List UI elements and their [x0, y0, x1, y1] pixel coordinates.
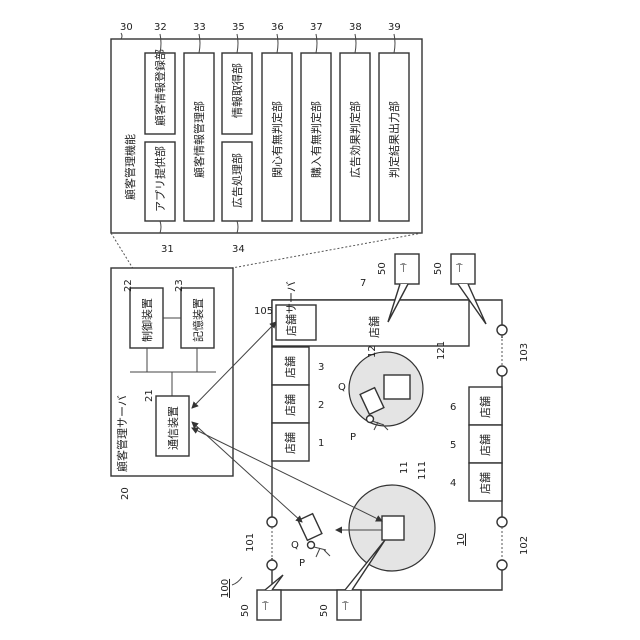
customer-management-function-block: 30 顧客管理機能 アプリ提供部 31 顧客情報登録部 32 顧客情報管理部 3…: [111, 22, 422, 255]
ref-105: 105: [254, 306, 273, 317]
ref-11: 11: [399, 461, 410, 474]
zoom-line-right: [232, 233, 422, 268]
unit-33-label: 顧客情報管理部: [192, 101, 206, 178]
ref-4: 4: [450, 478, 456, 489]
ref-20: 20: [120, 487, 131, 500]
commercial-facility: 7 店舗 店舗サーバ 105 店舗 3 店舗 2 店舗 1 店舗 6 店舗 5 …: [220, 278, 530, 598]
ref-1: 1: [318, 438, 324, 449]
ref-50-c: 50: [240, 604, 251, 617]
unit-32-label: 顧客情報登録部: [153, 49, 167, 126]
unit-37-label: 購入有無判定部: [309, 101, 323, 178]
ref-3: 3: [318, 362, 324, 373]
person-p-lower: [308, 542, 315, 549]
person-p-upper-label: P: [350, 432, 356, 443]
store-3-label: 店舗: [283, 356, 297, 378]
ref-50-b: 50: [433, 262, 444, 275]
unit-31-label: アプリ提供部: [153, 146, 167, 212]
gate-103-post-a: [497, 325, 507, 335]
beacon-12: [384, 375, 410, 399]
ref-35: 35: [232, 22, 245, 33]
ref-121: 121: [436, 341, 447, 360]
antenna-icon: ⍑: [342, 600, 349, 613]
ref-23: 23: [174, 279, 185, 292]
ref-30: 30: [120, 22, 133, 33]
store-6-label: 店舗: [478, 396, 492, 418]
ref-21: 21: [144, 389, 155, 402]
ref-50-a: 50: [377, 262, 388, 275]
ref-37: 37: [310, 22, 323, 33]
ref-31: 31: [161, 244, 174, 255]
store-4-label: 店舗: [478, 472, 492, 494]
unit-36-label: 関心有無判定部: [270, 101, 284, 178]
gate-102-post-a: [497, 517, 507, 527]
store-5-label: 店舗: [478, 434, 492, 456]
terminal-q-lower: [298, 514, 322, 541]
beacon-11: [382, 516, 404, 540]
ref-5: 5: [450, 440, 456, 451]
person-p-lower-body: [314, 547, 330, 557]
gate-103-post-b: [497, 366, 507, 376]
unit-35-label: 情報取得部: [230, 63, 244, 118]
person-p-lower-label: P: [299, 558, 305, 569]
customer-management-server: 20 顧客管理サーバ 制御装置 22 記憶装置 23 通信装置 21: [111, 268, 233, 500]
ref-6: 6: [450, 402, 456, 413]
ref-38: 38: [349, 22, 362, 33]
ref-111: 111: [417, 461, 428, 480]
ref-22: 22: [123, 279, 134, 292]
ref-50-d: 50: [319, 604, 330, 617]
ref-34: 34: [232, 244, 245, 255]
function-block-title: 顧客管理機能: [123, 134, 137, 200]
ref-12: 12: [367, 345, 378, 358]
store-server-label: 店舗サーバ: [284, 281, 298, 336]
store-2-label: 店舗: [283, 394, 297, 416]
store-1-label: 店舗: [283, 432, 297, 454]
gate-101-post-a: [267, 517, 277, 527]
unit-38-label: 広告効果判定部: [348, 101, 362, 178]
unit-34-label: 広告処理部: [230, 153, 244, 208]
ref-103: 103: [519, 343, 530, 362]
gate-102-post-b: [497, 560, 507, 570]
ref-39: 39: [388, 22, 401, 33]
gate-101-post-b: [267, 560, 277, 570]
terminal-q-lower-label: Q: [291, 540, 299, 551]
big-store-label: 店舗: [367, 316, 381, 338]
antenna-icon: ⍑: [456, 262, 463, 275]
communication-device-label: 通信装置: [167, 406, 180, 450]
ref-101: 101: [245, 533, 256, 552]
ref-10: 10: [456, 533, 467, 546]
antenna-icon: ⍑: [400, 262, 407, 275]
antenna-bottom-1: ⍑ 50: [240, 575, 283, 620]
ref-32: 32: [154, 22, 167, 33]
ref-36: 36: [271, 22, 284, 33]
ref-33: 33: [193, 22, 206, 33]
antenna-icon: ⍑: [262, 600, 269, 613]
ref-2: 2: [318, 400, 324, 411]
terminal-q-upper-label: Q: [338, 382, 346, 393]
storage-device-label: 記憶装置: [191, 298, 205, 342]
server-title: 顧客管理サーバ: [115, 395, 129, 472]
ref-102: 102: [519, 536, 530, 555]
control-device-label: 制御装置: [140, 298, 154, 342]
ref-7: 7: [360, 278, 366, 289]
unit-39-label: 判定結果出力部: [387, 101, 401, 178]
ref-100: 100: [220, 579, 231, 598]
